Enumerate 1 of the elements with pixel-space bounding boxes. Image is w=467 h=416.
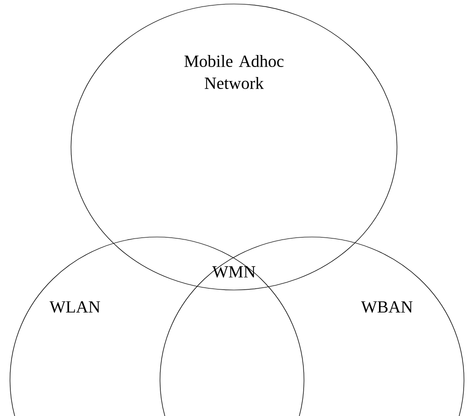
region-label: WMN: [212, 266, 256, 278]
